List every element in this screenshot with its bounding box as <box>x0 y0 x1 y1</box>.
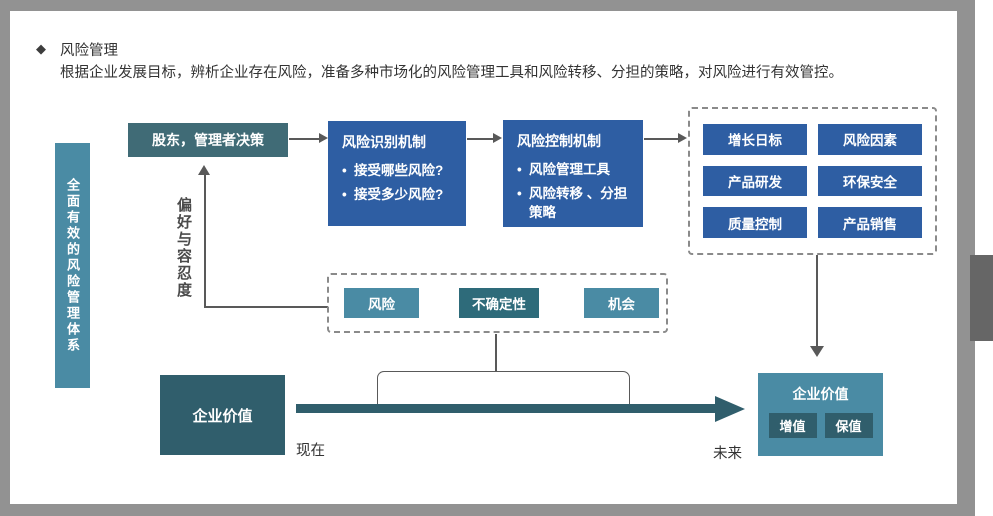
preference-axis-label: 偏好与容忍度 <box>173 197 194 304</box>
business-areas-group: 增长日标 风险因素 产品研发 环保安全 质量控制 产品销售 <box>688 107 937 255</box>
slide-frame-right <box>957 0 975 504</box>
slide-frame-top <box>0 0 975 11</box>
uncertainty-group: 风险 不确定性 机会 <box>327 273 668 333</box>
risk-control-box: 风险控制机制 风险管理工具 风险转移 、分担策略 <box>503 120 643 227</box>
page-title: 风险管理 <box>60 43 118 59</box>
preference-arrow-line <box>204 174 206 307</box>
business-area-chip: 产品销售 <box>818 207 922 238</box>
arrow-head-down <box>810 346 824 357</box>
diamond-bullet-icon: ◆ <box>36 41 46 56</box>
present-label: 现在 <box>296 443 325 459</box>
slide-frame-left <box>0 0 10 504</box>
future-label: 未来 <box>713 446 742 462</box>
arrow-line-down <box>816 255 818 347</box>
risk-identify-title: 风险识别机制 <box>342 134 426 150</box>
risk-control-title: 风险控制机制 <box>517 133 601 149</box>
present-value-box: 企业价值 <box>160 375 285 455</box>
business-area-chip: 产品研发 <box>703 165 807 197</box>
business-area-chip: 增长日标 <box>703 124 807 155</box>
value-preserve-chip: 保值 <box>824 413 873 438</box>
arrow-head-2 <box>493 133 502 143</box>
future-value-box: 企业价值 增值 保值 <box>758 373 883 456</box>
business-area-chip: 环保安全 <box>818 165 922 197</box>
arrow-head-3 <box>678 133 687 143</box>
uncertainty-connector-line <box>495 334 497 372</box>
risk-identify-bullet: 接受哪些风险? <box>342 161 456 181</box>
left-banner: 全面有效的风险管理体系 <box>55 143 90 388</box>
uncertainty-chip-uncertainty: 不确定性 <box>459 288 539 318</box>
timeline-arrow-bar <box>296 404 716 413</box>
preference-elbow-line <box>204 306 328 308</box>
timeline-arrow-head <box>715 396 745 422</box>
slide-frame-bottom <box>0 504 975 516</box>
decision-box: 股东，管理者决策 <box>128 123 288 157</box>
risk-identify-box: 风险识别机制 接受哪些风险? 接受多少风险? <box>328 121 466 226</box>
left-banner-label: 全面有效的风险管理体系 <box>65 177 80 354</box>
value-increase-chip: 增值 <box>768 413 817 438</box>
arrow-line-3 <box>644 138 679 140</box>
future-value-title: 企业价值 <box>792 386 849 402</box>
uncertainty-bracket-connector <box>377 371 630 405</box>
arrow-line-2 <box>467 138 494 140</box>
uncertainty-chip-opportunity: 机会 <box>584 288 659 318</box>
business-area-chip: 质量控制 <box>703 207 807 238</box>
risk-control-bullet: 风险管理工具 <box>517 160 633 180</box>
arrow-line-1 <box>289 138 320 140</box>
preference-arrow-head <box>198 165 210 175</box>
preference-axis-text: 偏好与容忍度 <box>175 197 192 299</box>
business-area-chip: 风险因素 <box>818 124 922 155</box>
page-description: 根据企业发展目标，辨析企业存在风险，准备多种市场化的风险管理工具和风险转移、分担… <box>60 65 843 81</box>
uncertainty-chip-risk: 风险 <box>344 288 419 318</box>
risk-identify-bullet: 接受多少风险? <box>342 185 456 205</box>
arrow-head-1 <box>319 133 328 143</box>
risk-control-bullet: 风险转移 、分担策略 <box>517 184 633 223</box>
scrollbar-thumb[interactable] <box>970 255 993 341</box>
